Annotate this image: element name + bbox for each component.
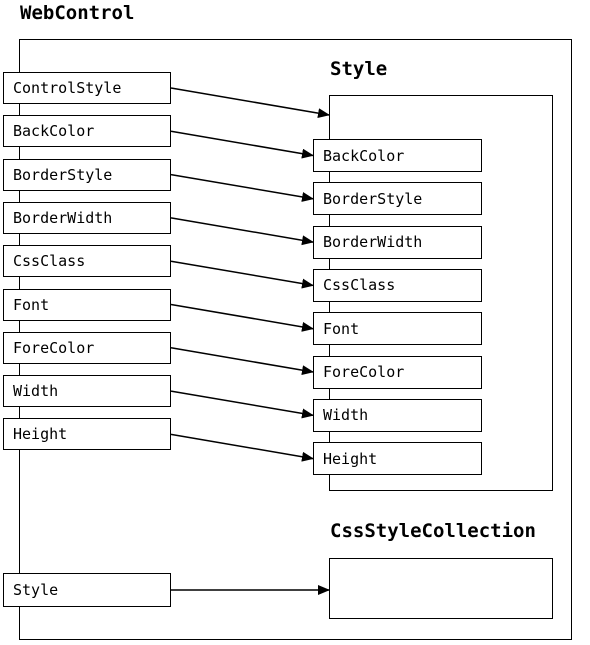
- webcontrol-prop-control-style: ControlStyle: [3, 72, 171, 104]
- arrow-border-width: [170, 217, 314, 246]
- arrow-controlstyle-to-style: [170, 87, 330, 119]
- webcontrol-prop-height: Height: [3, 418, 171, 451]
- style-prop-height: Height: [313, 442, 482, 476]
- webcontrol-style-property: Style: [3, 573, 171, 607]
- webcontrol-prop-css-class: CssClass: [3, 245, 171, 278]
- style-prop-width: Width: [313, 398, 482, 432]
- webcontrol-title: WebControl: [20, 2, 135, 24]
- style-prop-back-color: BackColor: [313, 139, 482, 172]
- style-prop-border-style: BorderStyle: [313, 182, 482, 216]
- style-prop-css-class: CssClass: [313, 268, 482, 302]
- style-title: Style: [330, 58, 388, 80]
- arrow-css-class: [170, 260, 314, 289]
- webcontrol-prop-border-width: BorderWidth: [3, 201, 171, 234]
- style-prop-border-width: BorderWidth: [313, 225, 482, 259]
- arrow-border-style: [170, 173, 314, 202]
- arrow-width: [170, 390, 314, 419]
- css-style-collection-frame: [329, 558, 553, 619]
- webcontrol-prop-back-color: BackColor: [3, 115, 171, 148]
- style-prop-fore-color: ForeColor: [313, 355, 482, 389]
- webcontrol-prop-border-style: BorderStyle: [3, 158, 171, 191]
- arrow-fore-color: [170, 347, 314, 376]
- css-style-collection-title: CssStyleCollection: [330, 520, 536, 542]
- webcontrol-prop-fore-color: ForeColor: [3, 331, 171, 364]
- webcontrol-prop-width: Width: [3, 375, 171, 408]
- webcontrol-prop-font: Font: [3, 288, 171, 321]
- arrow-height: [170, 433, 314, 462]
- style-prop-font: Font: [313, 312, 482, 346]
- arrow-back-color: [170, 130, 314, 159]
- arrow-font: [170, 303, 314, 332]
